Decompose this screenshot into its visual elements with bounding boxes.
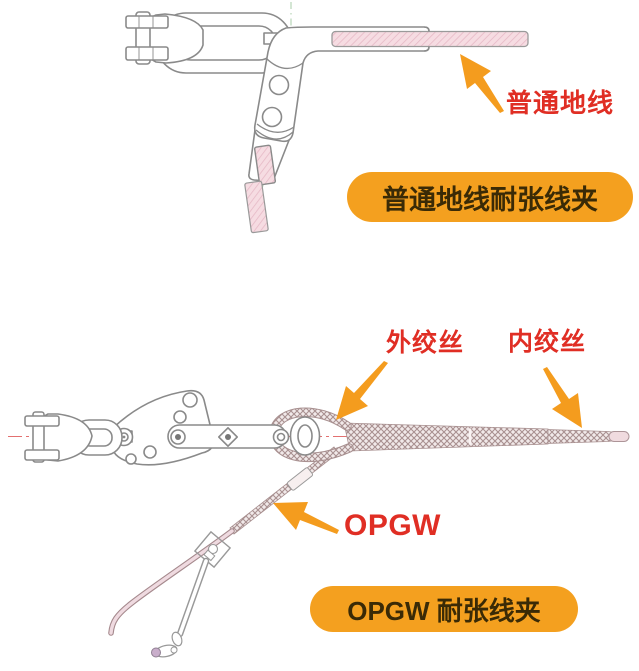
callout-ground-wire: 普通地线 xyxy=(506,88,615,118)
badge-ground-wire-clamp: 普通地线耐张线夹 xyxy=(347,172,633,222)
elbow-cap-seam xyxy=(265,57,304,70)
inner-strand-arrow-icon xyxy=(543,367,582,428)
clevis-bolt-bottom-small xyxy=(24,449,60,461)
rod-eye xyxy=(171,631,183,647)
clevis-and-link xyxy=(125,11,327,74)
badge-opgw-clamp: OPGW 耐张线夹 xyxy=(310,586,578,632)
extension-strap xyxy=(167,424,290,449)
clevis-bolt-bottom xyxy=(125,46,169,61)
cable-splice-sleeve xyxy=(286,467,314,491)
inner-strand-tip xyxy=(608,431,630,442)
clamp-elbow-body xyxy=(244,26,430,234)
clevis-and-link-small xyxy=(24,411,134,463)
lower-cap-seam-2 xyxy=(255,129,294,140)
bolt-hole-2 xyxy=(261,106,283,128)
downlead-clamp xyxy=(151,530,232,658)
ground-wire-jumper-end xyxy=(244,180,269,234)
outer-strand-arrow-icon xyxy=(336,361,388,420)
opgw-clamp-drawing xyxy=(8,361,630,658)
clevis-bolt-top-small xyxy=(24,415,60,427)
opgw-arrow-icon xyxy=(273,502,339,534)
clevis-bolt-top xyxy=(125,15,169,29)
ground-wire-arrow-icon xyxy=(460,54,504,113)
callout-opgw: OPGW xyxy=(344,509,441,542)
callout-outer-strand: 外绞丝 xyxy=(386,329,465,357)
ground-wire-cable xyxy=(331,30,529,48)
outer-strand-band xyxy=(343,422,549,452)
thimble-hole xyxy=(297,424,313,448)
ground-wire-sleeve xyxy=(253,144,277,186)
callout-inner-strand: 内绞丝 xyxy=(508,328,587,356)
bolt-hole-1 xyxy=(268,74,290,96)
opgw-cable xyxy=(108,528,235,636)
tube-end-cap xyxy=(423,26,430,52)
ground-wire-clamp-drawing xyxy=(125,2,529,234)
lower-cap-seam-1 xyxy=(256,123,295,133)
